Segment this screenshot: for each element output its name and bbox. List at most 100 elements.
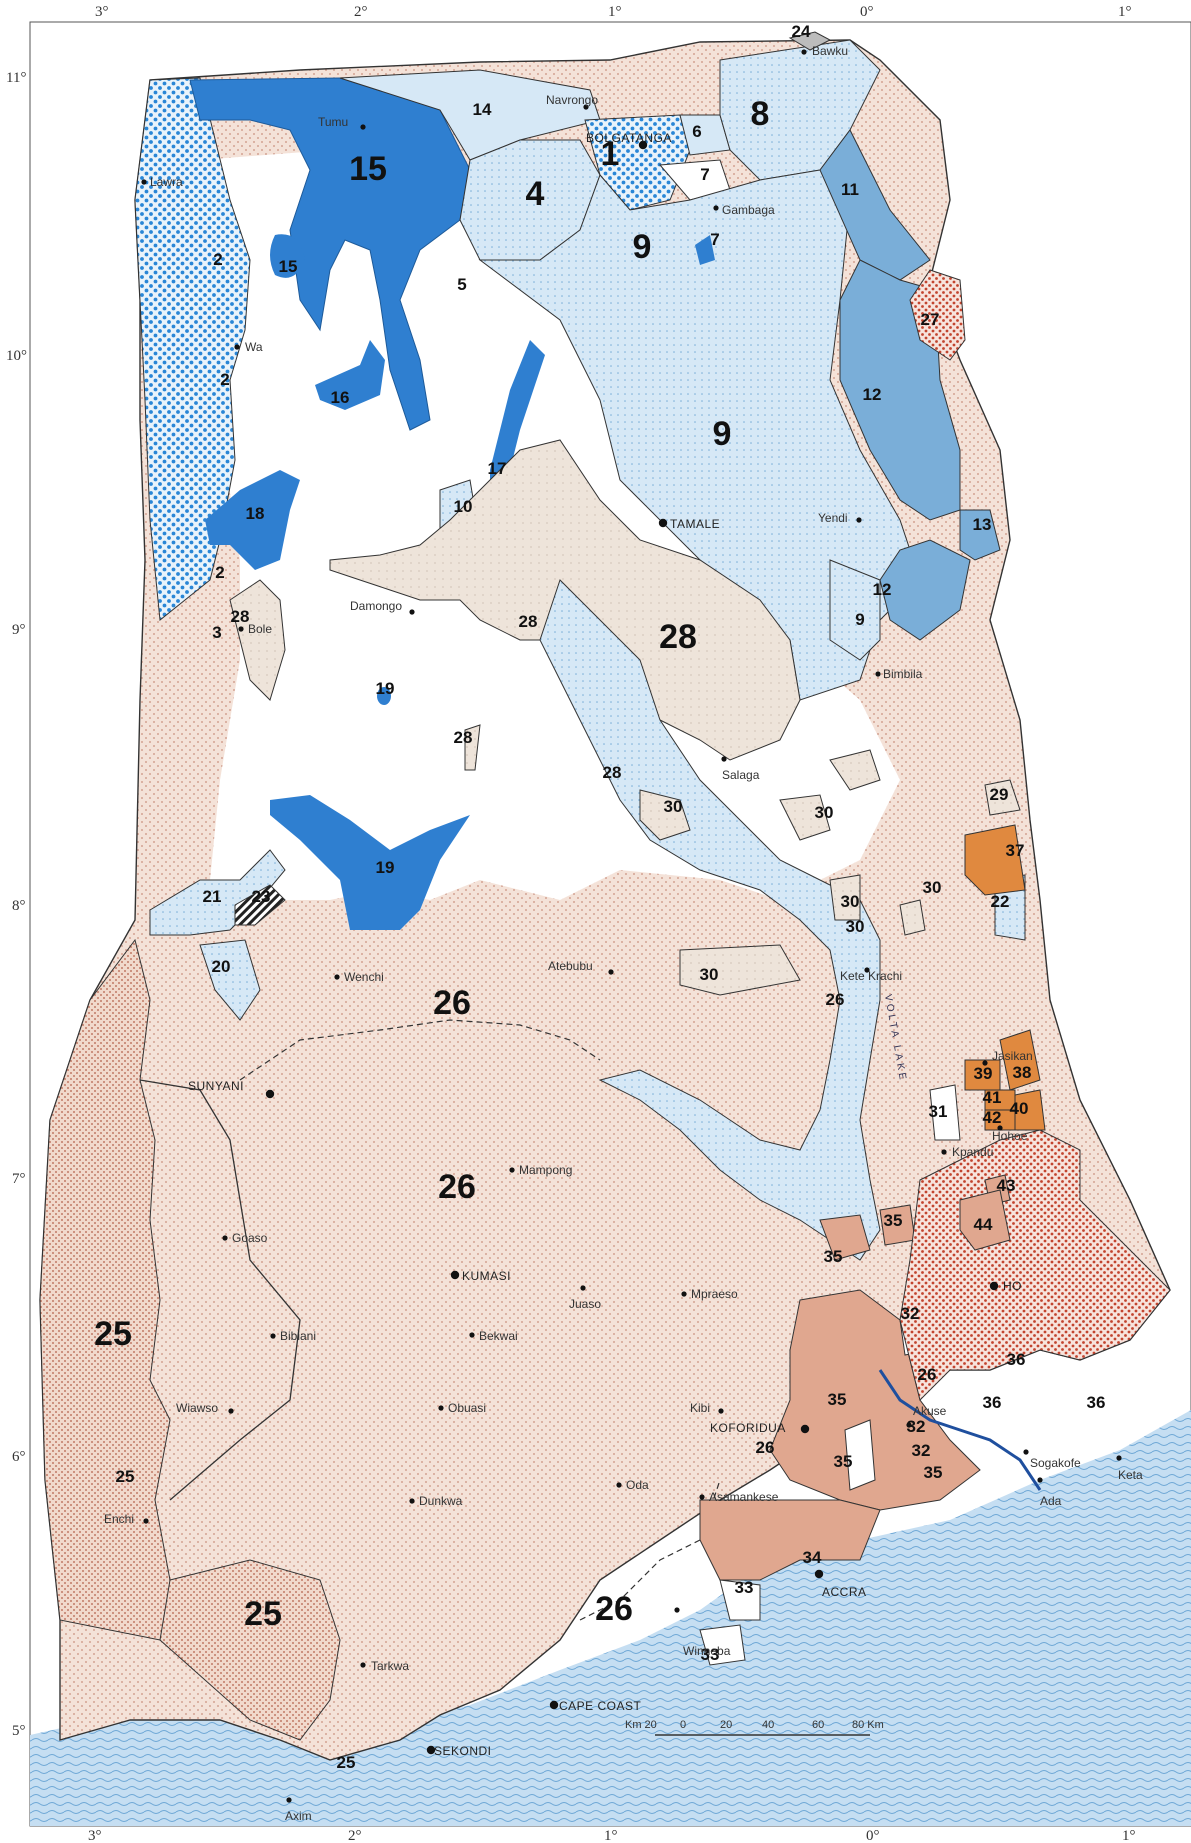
zone-label-9: 9 xyxy=(855,610,864,629)
town-marker-lawra xyxy=(141,179,147,185)
town-marker-goaso xyxy=(222,1235,228,1241)
deg-bot-2: 2° xyxy=(348,1828,362,1843)
zone-label-28: 28 xyxy=(231,607,250,626)
scale-label-4: 60 xyxy=(812,1719,824,1731)
town-marker-tarkwa xyxy=(360,1662,366,1668)
zone-32-region xyxy=(844,1419,876,1491)
town-label-tamale: TAMALE xyxy=(670,517,720,531)
degree-labels-bottom: 3° 2° 1° 0° 1° xyxy=(88,1828,1136,1843)
town-marker-accra xyxy=(814,1569,824,1579)
zone-label-22: 22 xyxy=(991,892,1010,911)
deg-top-2: 2° xyxy=(354,4,368,20)
town-marker-yendi xyxy=(856,517,862,523)
town-label-keta: Keta xyxy=(1118,1468,1143,1482)
volta-lake xyxy=(539,579,881,1261)
zone-label-16: 16 xyxy=(331,388,350,407)
zone-30c-region xyxy=(829,749,881,791)
town-label-ada: Ada xyxy=(1040,1494,1062,1508)
zone-24-region xyxy=(788,31,832,51)
zone-44-region xyxy=(959,1189,1011,1251)
town-marker-koforidua xyxy=(800,1424,810,1434)
town-label-dunkwa: Dunkwa xyxy=(419,1494,463,1508)
town-marker-wa xyxy=(234,344,240,350)
town-label-mampong: Mampong xyxy=(519,1163,572,1177)
zone-label-26: 26 xyxy=(826,990,845,1009)
zone-label-37: 37 xyxy=(1006,841,1025,860)
zone-label-3: 3 xyxy=(212,623,221,642)
town-label-obuasi: Obuasi xyxy=(448,1401,486,1415)
zone-label-36: 36 xyxy=(1007,1350,1026,1369)
town-label-kibi: Kibi xyxy=(690,1401,710,1415)
zone-label-36: 36 xyxy=(1087,1393,1106,1412)
town-label-tarkwa: Tarkwa xyxy=(371,1659,409,1673)
town-label-bekwai: Bekwai xyxy=(479,1329,518,1343)
zone-19-region xyxy=(270,795,470,930)
town-label-damongo: Damongo xyxy=(350,599,402,613)
town-marker-keta xyxy=(1116,1455,1122,1461)
town-label-juaso: Juaso xyxy=(569,1297,601,1311)
zone-label-28: 28 xyxy=(603,763,622,782)
deg-bot-3: 1° xyxy=(604,1828,618,1843)
town-marker-wiawso xyxy=(228,1408,234,1414)
sea-region xyxy=(30,1410,1191,1826)
zone-label-25: 25 xyxy=(337,1753,356,1772)
zone-label-2: 2 xyxy=(220,370,229,389)
zone-label-6: 6 xyxy=(692,122,701,141)
town-marker-sogakofe xyxy=(1023,1449,1029,1455)
zone-label-28: 28 xyxy=(454,728,473,747)
deg-top-1: 3° xyxy=(95,4,109,20)
town-label-winneba: Winneba xyxy=(683,1644,731,1658)
town-marker-bibiani xyxy=(270,1333,276,1339)
zone-label-25: 25 xyxy=(244,1595,282,1633)
zone-label-15: 15 xyxy=(279,257,298,276)
zone-label-19: 19 xyxy=(376,679,395,698)
zone-15b-region xyxy=(270,234,305,278)
zone-label-4: 4 xyxy=(526,175,545,213)
town-label-koforidua: KOFORIDUA xyxy=(710,1421,786,1435)
town-marker-bekwai xyxy=(469,1332,475,1338)
town-marker-wenchi xyxy=(334,974,340,980)
zone-label-32: 32 xyxy=(912,1441,931,1460)
town-marker-sunyani xyxy=(265,1089,275,1099)
zone-12b-region xyxy=(879,539,971,641)
town-label-bolgatanga: BOLGATANGA xyxy=(586,131,672,145)
zone-label-41: 41 xyxy=(983,1088,1002,1107)
zone-23-region xyxy=(234,884,286,926)
town-label-mpraeso: Mpraeso xyxy=(691,1287,738,1301)
town-label-sekondi: SEKONDI xyxy=(434,1744,492,1758)
zone-label-26: 26 xyxy=(918,1365,937,1384)
town-label-oda: Oda xyxy=(626,1478,649,1492)
town-marker-oda xyxy=(616,1482,622,1488)
town-marker-kete-krachi xyxy=(864,967,870,973)
town-marker-dunkwa xyxy=(409,1498,415,1504)
zone-label-26: 26 xyxy=(433,984,471,1022)
zone-label-2: 2 xyxy=(215,563,224,582)
town-marker-cape-coast xyxy=(549,1700,559,1710)
scale-label-0: Km 20 xyxy=(625,1719,657,1731)
zone-label-19: 19 xyxy=(376,858,395,877)
zone-label-33: 33 xyxy=(701,1645,720,1664)
town-label-wiawso: Wiawso xyxy=(176,1401,218,1415)
zone-label-9: 9 xyxy=(633,228,652,266)
zone-16-region xyxy=(315,340,385,410)
town-label-bibiani: Bibiani xyxy=(280,1329,316,1343)
zone-label-7: 7 xyxy=(700,165,709,184)
zone-label-35: 35 xyxy=(884,1211,903,1230)
scale-label-1: 0 xyxy=(680,1719,686,1731)
zone-label-35: 35 xyxy=(834,1452,853,1471)
zone-30-region xyxy=(639,789,691,841)
deg-bot-4: 0° xyxy=(866,1828,880,1843)
zone-label-7: 7 xyxy=(710,230,719,249)
zone-label-39: 39 xyxy=(974,1064,993,1083)
zone-38-region xyxy=(999,1029,1041,1091)
town-marker-asamankese xyxy=(699,1494,705,1500)
zone-9b-region xyxy=(829,559,881,661)
zone-label-23: 23 xyxy=(252,887,271,906)
zone-label-34: 34 xyxy=(803,1548,822,1567)
interior-boundary xyxy=(139,1079,301,1501)
town-label-wa: Wa xyxy=(245,340,263,354)
zone-30e-region xyxy=(679,944,801,996)
town-marker-tumu xyxy=(360,124,366,130)
zone-9-region xyxy=(478,169,921,701)
